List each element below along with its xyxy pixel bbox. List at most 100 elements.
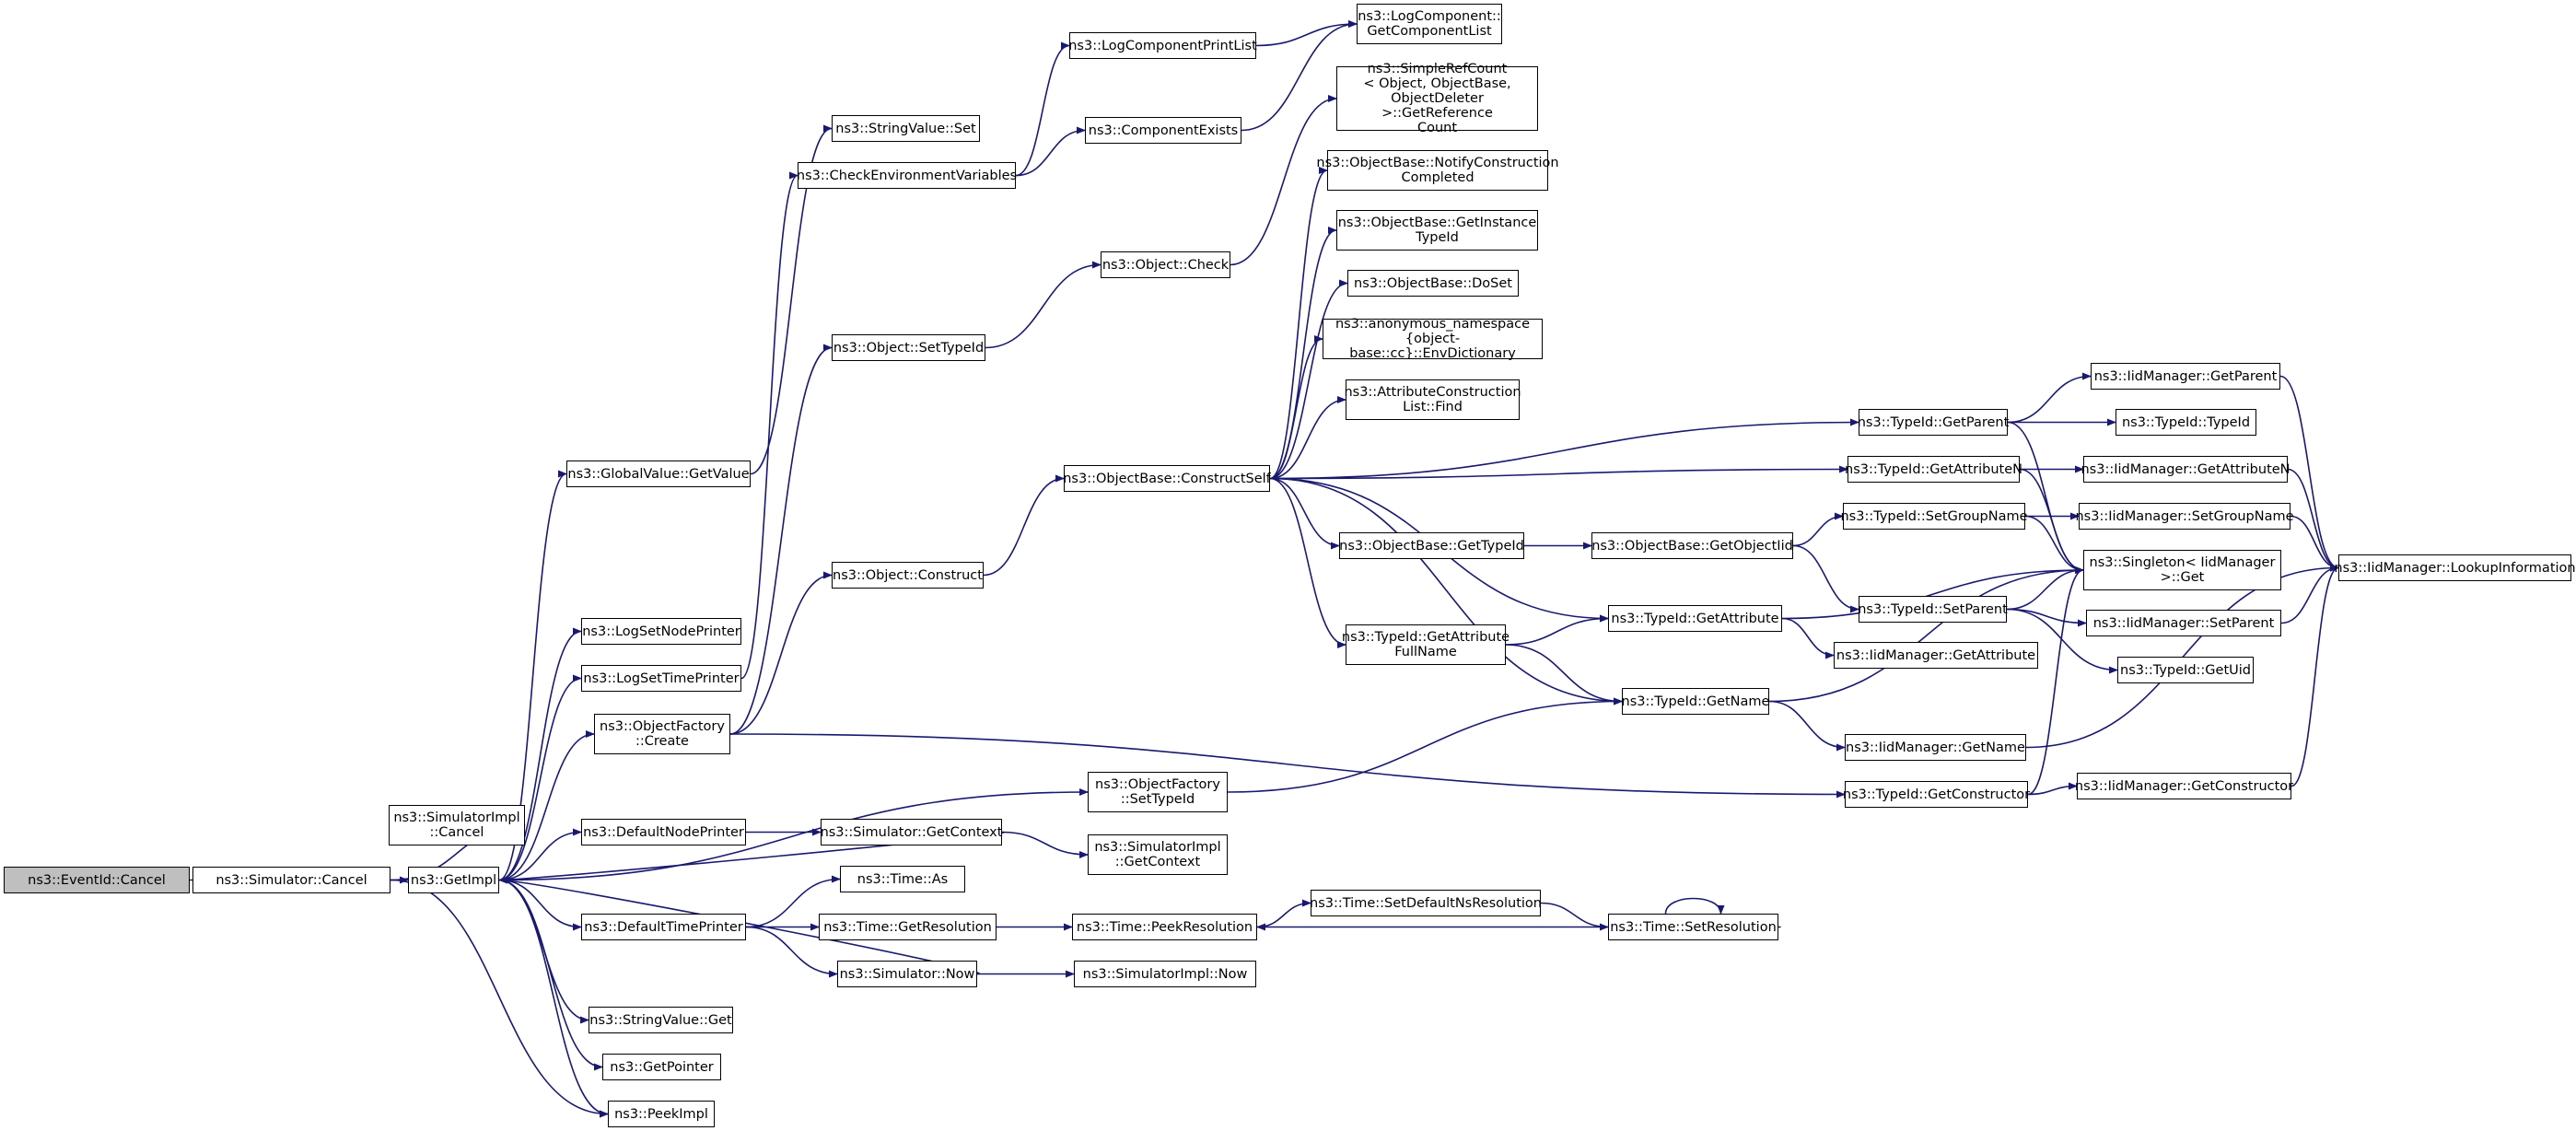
- graph-node-n3[interactable]: ns3::GetImpl: [408, 867, 499, 893]
- graph-node-n10[interactable]: ns3::DefaultTimePrinter: [581, 914, 746, 940]
- graph-node-n47[interactable]: ns3::IidManager::GetAttribute: [1834, 642, 2038, 669]
- graph-node-n36[interactable]: ns3::ObjectBase::GetTypeId: [1339, 532, 1524, 559]
- call-edge-n24-n33: [1269, 279, 1348, 480]
- call-edge-n24-n41: [1269, 477, 1623, 705]
- graph-node-n22[interactable]: ns3::ComponentExists: [1085, 117, 1241, 144]
- graph-node-n44[interactable]: ns3::TypeId::GetAttributeN: [1845, 456, 2022, 483]
- graph-node-n25[interactable]: ns3::ObjectFactory ::SetTypeId: [1088, 772, 1228, 812]
- call-edge-n8-n16: [729, 571, 833, 735]
- call-edge-n38-n42: [1540, 902, 1609, 931]
- call-edge-n10-n18: [745, 875, 841, 928]
- call-edge-n14-n21: [1015, 41, 1070, 177]
- graph-node-n12[interactable]: ns3::GetPointer: [602, 1054, 721, 1080]
- graph-node-n43[interactable]: ns3::TypeId::GetParent: [1858, 409, 2009, 436]
- call-edge-n15-n23: [985, 261, 1102, 349]
- call-edge-n22-n29: [1241, 20, 1358, 132]
- graph-node-n26[interactable]: ns3::SimulatorImpl ::GetContext: [1088, 834, 1228, 875]
- call-edge-n8-n49: [729, 733, 1846, 799]
- call-edge-n39-n45: [1792, 512, 1844, 547]
- graph-node-n33[interactable]: ns3::ObjectBase::DoSet: [1347, 270, 1519, 297]
- call-edge-n10-n20: [745, 926, 838, 978]
- call-edge-n40-n54: [1781, 566, 2084, 620]
- graph-node-n40[interactable]: ns3::TypeId::GetAttribute: [1608, 605, 1782, 632]
- graph-node-n21[interactable]: ns3::LogComponentPrintList: [1068, 32, 1257, 59]
- graph-node-n7[interactable]: ns3::LogSetTimePrinter: [581, 665, 741, 692]
- graph-node-n20[interactable]: ns3::Simulator::Now: [837, 961, 977, 987]
- call-edge-n46-n54: [2006, 566, 2084, 611]
- graph-node-n46[interactable]: ns3::TypeId::SetParent: [1858, 596, 2008, 623]
- graph-node-n1[interactable]: ns3::Simulator::Cancel: [192, 867, 390, 893]
- graph-node-n48[interactable]: ns3::IidManager::GetName: [1845, 734, 2026, 761]
- graph-node-n27[interactable]: ns3::Time::PeekResolution: [1072, 914, 1257, 940]
- graph-node-n32[interactable]: ns3::ObjectBase::GetInstance TypeId: [1336, 210, 1538, 251]
- graph-node-n0[interactable]: ns3::EventId::Cancel: [4, 867, 190, 893]
- graph-node-n6[interactable]: ns3::LogSetNodePrinter: [581, 618, 741, 645]
- call-edge-n3-n6: [498, 627, 582, 881]
- call-edge-n17-n26: [1001, 831, 1089, 858]
- graph-node-n28[interactable]: ns3::SimulatorImpl::Now: [1074, 961, 1256, 987]
- graph-node-n57[interactable]: ns3::IidManager::GetConstructor: [2075, 773, 2293, 799]
- call-edge-n16-n24: [983, 474, 1065, 577]
- call-edge-n41-n54: [1768, 566, 2084, 703]
- graph-node-n23[interactable]: ns3::Object::Check: [1101, 251, 1230, 278]
- graph-node-n49[interactable]: ns3::TypeId::GetConstructor: [1843, 781, 2030, 808]
- call-edge-n52-n58: [2287, 468, 2339, 572]
- graph-node-n13[interactable]: ns3::StringValue::Set: [832, 115, 980, 142]
- graph-node-n2[interactable]: ns3::SimulatorImpl ::Cancel: [389, 805, 525, 845]
- call-edge-n46-n55: [2006, 608, 2087, 627]
- call-edge-n25-n41: [1227, 697, 1623, 793]
- graph-node-n11[interactable]: ns3::StringValue::Get: [589, 1007, 733, 1033]
- graph-node-n45[interactable]: ns3::TypeId::SetGroupName: [1840, 503, 2028, 530]
- graph-node-n58[interactable]: ns3::IidManager::LookupInformation: [2334, 554, 2576, 581]
- call-edge-n39-n46: [1792, 544, 1859, 613]
- call-edge-n3-n25: [498, 788, 1089, 881]
- call-edge-n40-n47: [1781, 617, 1835, 659]
- graph-node-n18[interactable]: ns3::Time::As: [840, 866, 965, 892]
- graph-node-n54[interactable]: ns3::Singleton< IidManager >::Get: [2083, 550, 2281, 590]
- graph-node-n41[interactable]: ns3::TypeId::GetName: [1622, 688, 1769, 715]
- graph-node-n39[interactable]: ns3::ObjectBase::GetObjectIid: [1591, 532, 1793, 559]
- graph-node-n14[interactable]: ns3::CheckEnvironmentVariables: [797, 162, 1017, 189]
- graph-node-n38[interactable]: ns3::Time::SetDefaultNsResolution: [1310, 890, 1542, 916]
- graph-node-n55[interactable]: ns3::IidManager::SetParent: [2086, 610, 2281, 636]
- graph-node-n34[interactable]: ns3::anonymous_namespace {object-base::c…: [1323, 317, 1543, 361]
- call-edge-n24-n37: [1269, 477, 1346, 648]
- call-edge-n1-n4: [390, 879, 609, 1118]
- call-edge-n24-n31: [1269, 167, 1328, 480]
- graph-node-n42[interactable]: ns3::Time::SetResolution: [1608, 914, 1778, 940]
- call-edge-n49-n54: [2027, 566, 2084, 796]
- graph-node-n50[interactable]: ns3::IidManager::GetParent: [2091, 363, 2280, 390]
- graph-node-n17[interactable]: ns3::Simulator::GetContext: [821, 819, 1002, 845]
- graph-node-n15[interactable]: ns3::Object::SetTypeId: [832, 334, 985, 361]
- graph-node-n52[interactable]: ns3::IidManager::GetAttributeN: [2081, 456, 2290, 483]
- call-edge-n23-n30: [1230, 95, 1337, 266]
- edge-layer: [189, 20, 2339, 1118]
- graph-node-n5[interactable]: ns3::GlobalValue::GetValue: [566, 461, 751, 487]
- call-edge-n3-n9: [498, 828, 582, 881]
- call-edge-n43-n50: [2007, 372, 2092, 424]
- call-edge-n21-n29: [1255, 20, 1358, 47]
- graph-node-n19[interactable]: ns3::Time::GetResolution: [819, 914, 997, 940]
- graph-node-n35[interactable]: ns3::AttributeConstruction List::Find: [1344, 379, 1521, 420]
- graph-node-n30[interactable]: ns3::SimpleRefCount < Object, ObjectBase…: [1336, 62, 1538, 135]
- call-edge-n41-n48: [1768, 700, 1846, 752]
- graph-node-n31[interactable]: ns3::ObjectBase::NotifyConstruction Comp…: [1316, 150, 1559, 191]
- graph-node-n9[interactable]: ns3::DefaultNodePrinter: [581, 819, 746, 845]
- call-edge-n24-n44: [1269, 465, 1848, 480]
- graph-node-n51[interactable]: ns3::TypeId::TypeId: [2116, 409, 2256, 436]
- call-edge-n24-n43: [1269, 418, 1859, 480]
- graph-node-n56[interactable]: ns3::TypeId::GetUid: [2117, 657, 2254, 683]
- call-edge-n5-n13: [750, 124, 833, 475]
- graph-node-n29[interactable]: ns3::LogComponent:: GetComponentList: [1357, 4, 1502, 44]
- graph-node-n16[interactable]: ns3::Object::Construct: [832, 562, 984, 589]
- call-edge-n45-n54: [2024, 515, 2084, 574]
- call-edge-n14-n22: [1015, 126, 1086, 177]
- graph-node-n4[interactable]: ns3::PeekImpl: [608, 1101, 715, 1127]
- graph-node-n53[interactable]: ns3::IidManager::SetGroupName: [2075, 503, 2294, 530]
- call-edge-n3-n8: [498, 730, 595, 881]
- graph-node-n24[interactable]: ns3::ObjectBase::ConstructSelf: [1063, 465, 1271, 492]
- call-edge-n37-n40: [1505, 614, 1609, 646]
- call-edge-n3-n12: [498, 879, 603, 1071]
- graph-node-n37[interactable]: ns3::TypeId::GetAttribute FullName: [1342, 624, 1509, 665]
- graph-node-n8[interactable]: ns3::ObjectFactory ::Create: [594, 714, 730, 754]
